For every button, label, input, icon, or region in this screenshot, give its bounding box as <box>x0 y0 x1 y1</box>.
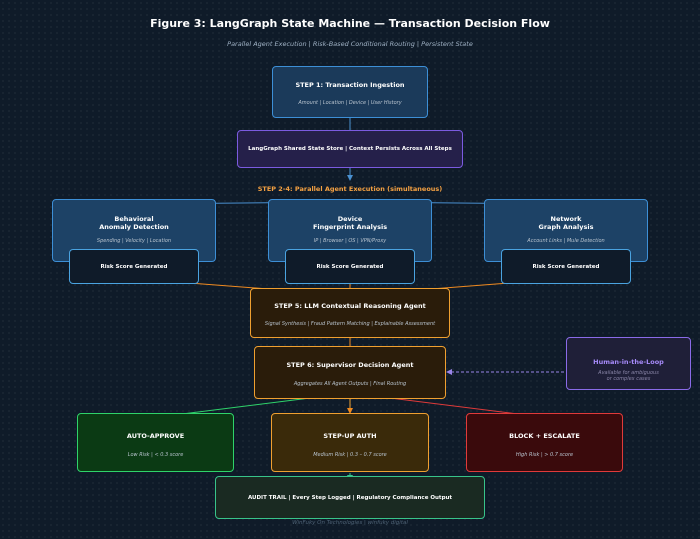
parallel-phase-label: STEP 2-4: Parallel Agent Execution (simu… <box>257 185 443 193</box>
step6-title: STEP 6: Supervisor Decision Agent <box>286 361 414 369</box>
outcome-auto-approve-node: AUTO-APPROVE Low Risk | < 0.3 score <box>77 413 234 472</box>
block-escalate-title: BLOCK + ESCALATE <box>509 432 580 440</box>
agent-network-title-2: Graph Analysis <box>538 223 594 231</box>
footer-credit: WinFuky On Technologies | winfuky digita… <box>292 520 408 526</box>
agent-device-title-1: Device <box>337 215 363 223</box>
agent-network-risk-label: Risk Score Generated <box>532 263 600 270</box>
step1-title: STEP 1: Transaction Ingestion <box>295 80 405 89</box>
audit-trail-title: AUDIT TRAIL | Every Step Logged | Regula… <box>247 494 453 501</box>
outcome-block-escalate-node: BLOCK + ESCALATE High Risk | > 0.7 score <box>466 413 623 472</box>
state-store-title: LangGraph Shared State Store | Context P… <box>248 146 452 152</box>
step-up-auth-title: STEP-UP AUTH <box>323 432 377 440</box>
agent-device-subtitle: IP | Browser | OS | VPN/Proxy <box>313 238 387 244</box>
hitl-subtitle-1: Available for ambiguous <box>598 370 659 376</box>
figure-title: Figure 3: LangGraph State Machine — Tran… <box>150 17 550 30</box>
step1-subtitle: Amount | Location | Device | User Histor… <box>298 100 402 107</box>
agent-behavioral-title-1: Behavioral <box>114 215 154 223</box>
step5-node: STEP 5: LLM Contextual Reasoning Agent S… <box>250 288 450 338</box>
step5-subtitle: Signal Synthesis | Fraud Pattern Matchin… <box>264 320 436 327</box>
step5-title: STEP 5: LLM Contextual Reasoning Agent <box>274 302 426 311</box>
agent-network-subtitle: Account Links | Mule Detection <box>527 238 605 244</box>
state-store-node: LangGraph Shared State Store | Context P… <box>237 130 463 168</box>
hitl-title: Human-in-the-Loop <box>593 358 664 366</box>
outcome-step-up-auth-node: STEP-UP AUTH Medium Risk | 0.3 – 0.7 sco… <box>271 413 429 472</box>
agent-behavioral-title-2: Anomaly Detection <box>99 223 169 231</box>
step6-subtitle: Aggregates All Agent Outputs | Final Rou… <box>293 381 407 387</box>
step-up-auth-subtitle: Medium Risk | 0.3 – 0.7 score <box>313 452 387 458</box>
agent-behavioral-subtitle: Spending | Velocity | Location <box>96 238 172 244</box>
agent-behavioral-risk-label: Risk Score Generated <box>100 263 168 270</box>
step1-node: STEP 1: Transaction Ingestion Amount | L… <box>272 66 428 118</box>
agent-network-title-1: Network <box>550 215 582 223</box>
human-in-the-loop-node: Human-in-the-Loop Available for ambiguou… <box>566 337 691 390</box>
block-escalate-subtitle: High Risk | > 0.7 score <box>515 452 574 458</box>
agent-device-risk-node: Risk Score Generated <box>285 249 415 284</box>
agent-device-title-2: Fingerprint Analysis <box>312 223 388 231</box>
figure-subtitle: Parallel Agent Execution | Risk-Based Co… <box>227 40 473 48</box>
step6-node: STEP 6: Supervisor Decision Agent Aggreg… <box>254 346 446 399</box>
agent-network-risk-node: Risk Score Generated <box>501 249 631 284</box>
auto-approve-title: AUTO-APPROVE <box>126 432 185 440</box>
agent-device-risk-label: Risk Score Generated <box>316 263 384 270</box>
audit-trail-node: AUDIT TRAIL | Every Step Logged | Regula… <box>215 476 485 519</box>
agent-behavioral-risk-node: Risk Score Generated <box>69 249 199 284</box>
auto-approve-subtitle: Low Risk | < 0.3 score <box>127 452 184 458</box>
hitl-subtitle-2: or complex cases <box>606 376 651 382</box>
